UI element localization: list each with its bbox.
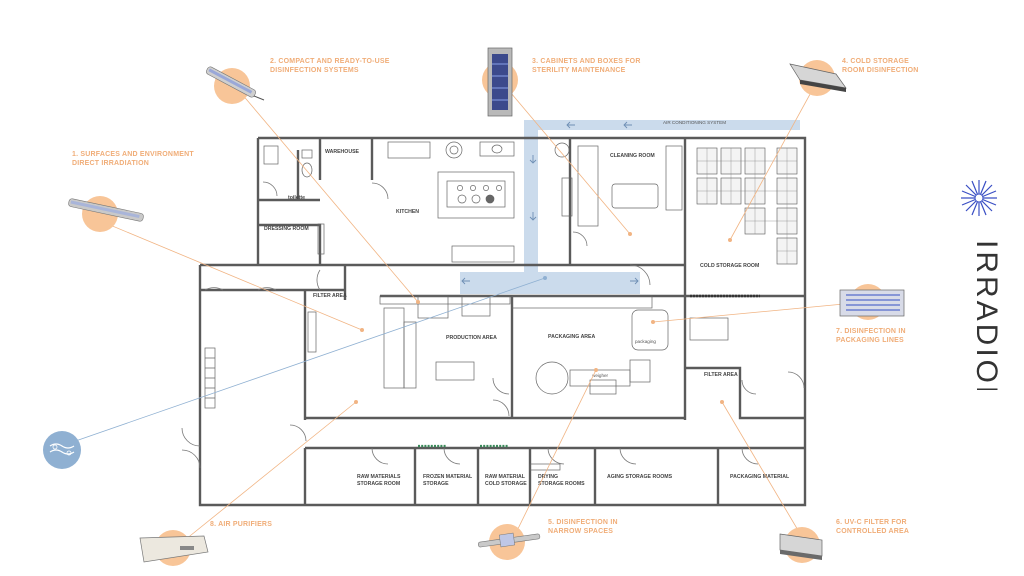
callout-7-line-1: 7. DISINFECTION IN <box>836 328 906 335</box>
leader-endpoints <box>354 232 732 404</box>
room-warehouse: WAREHOUSE <box>325 149 360 155</box>
air-purifier-line <box>63 277 546 446</box>
side-panels <box>204 347 216 409</box>
room-filter-area-right: FILTER AREA <box>704 372 738 378</box>
room-cold-storage: COLD STORAGE ROOM <box>700 263 759 269</box>
callout-5-line-1: 5. DISINFECTION IN <box>548 519 618 526</box>
room-packaging-material: PACKAGING MATERIAL <box>730 474 790 480</box>
air-system-label: AIR CONDITIONING SYSTEM <box>663 120 726 125</box>
callout-6: 6. UV-C FILTER FOR CONTROLLED AREA <box>836 518 909 536</box>
product-circles <box>82 60 886 566</box>
callout-6-line-1: 6. UV-C FILTER FOR <box>836 519 907 526</box>
room-drying-2: STORAGE ROOMS <box>538 481 585 487</box>
room-frozen-1: FROZEN MATERIAL <box>423 474 473 480</box>
callout-4-line-1: 4. COLD STORAGE <box>842 58 910 65</box>
brand-name: IRRADION <box>970 240 1003 390</box>
room-frozen-2: STORAGE <box>423 481 449 487</box>
doors <box>181 181 805 469</box>
room-raw-materials-2: STORAGE ROOM <box>357 481 400 487</box>
callout-2-line-2: DISINFECTION SYSTEMS <box>270 67 359 74</box>
air-purifier-icon <box>43 431 81 469</box>
callout-2: 2. COMPACT AND READY-TO-USE DISINFECTION… <box>270 57 390 75</box>
product-3-cabinet <box>487 47 513 117</box>
brand-wordmark: IRRADION <box>970 240 1003 390</box>
callout-3: 3. CABINETS AND BOXES FOR STERILITY MAIN… <box>532 57 641 75</box>
leader-lines <box>97 75 866 549</box>
room-production: PRODUCTION AREA <box>446 335 497 341</box>
callout-7: 7. DISINFECTION IN PACKAGING LINES <box>836 327 906 345</box>
product-2-compact <box>206 66 265 101</box>
room-raw-cold-2: COLD STORAGE <box>485 481 527 487</box>
product-7-packaging-unit <box>839 289 905 317</box>
callout-6-line-2: CONTROLLED AREA <box>836 528 910 535</box>
room-packaging: PACKAGING AREA <box>548 334 596 340</box>
room-cleaning: CLEANING ROOM <box>610 153 655 159</box>
room-raw-materials-1: RAW MATERIALS <box>357 474 401 480</box>
product-1-lamp <box>68 198 144 222</box>
air-purifier-endpoint <box>543 276 547 280</box>
room-filter-area-left: FILTER AREA <box>313 293 347 299</box>
machine-packaging: packaging <box>635 339 656 344</box>
callout-1: 1. SURFACES AND ENVIRONMENT DIRECT IRRAD… <box>72 150 194 168</box>
callout-4: 4. COLD STORAGE ROOM DISINFECTION <box>842 57 919 75</box>
air-conditioning-duct: AIR CONDITIONING SYSTEM <box>460 120 800 294</box>
room-drying-1: DRYING <box>538 474 558 480</box>
equipment <box>263 141 729 471</box>
callout-7-line-2: PACKAGING LINES <box>836 337 904 344</box>
callout-1-line-1: 1. SURFACES AND ENVIRONMENT <box>72 151 194 158</box>
callout-3-line-1: 3. CABINETS AND BOXES FOR <box>532 58 641 65</box>
room-raw-cold-1: RAW MATERIAL <box>485 474 526 480</box>
room-aging: AGING STORAGE ROOMS <box>607 474 673 480</box>
callout-4-line-2: ROOM DISINFECTION <box>842 67 919 74</box>
callout-3-line-2: STERILITY MAINTENANCE <box>532 67 626 74</box>
callout-2-line-1: 2. COMPACT AND READY-TO-USE <box>270 58 390 65</box>
room-dressing: DRESSING ROOM <box>264 226 309 232</box>
cold-storage-racks <box>696 147 798 265</box>
callout-1-line-2: DIRECT IRRADIATION <box>72 160 149 167</box>
machine-weigher: weigher <box>592 373 609 378</box>
product-8-air-purifier <box>139 535 209 563</box>
callout-5: 5. DISINFECTION IN NARROW SPACES <box>548 518 618 536</box>
brand-logo-icon <box>961 180 997 216</box>
product-5-narrow <box>477 532 541 548</box>
cold-storage-rack-grid <box>697 148 797 264</box>
room-toilette: toilette <box>288 195 305 201</box>
product-6-filter <box>779 533 823 560</box>
product-4-cold-unit <box>789 63 847 92</box>
callout-8: 8. AIR PURIFIERS <box>210 520 272 529</box>
callout-8-line-1: 8. AIR PURIFIERS <box>210 521 273 528</box>
callout-5-line-2: NARROW SPACES <box>548 528 614 535</box>
room-kitchen: KITCHEN <box>396 209 419 215</box>
